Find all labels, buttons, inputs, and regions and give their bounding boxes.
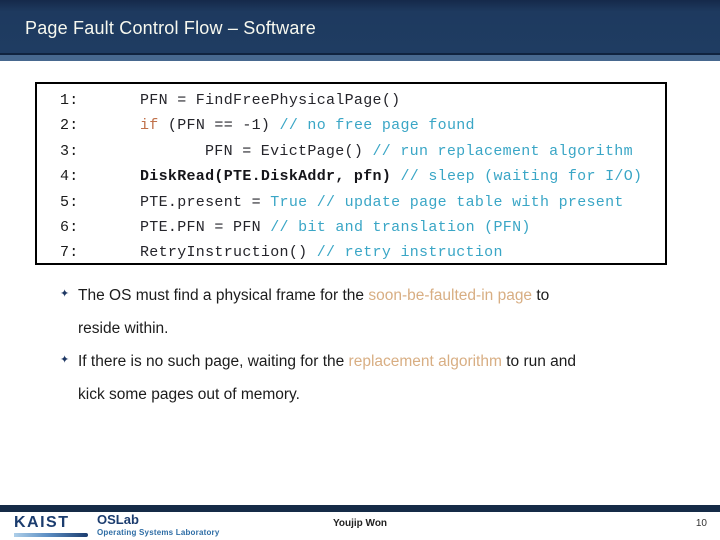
bullet-text-line: The OS must find a physical frame for th… xyxy=(78,287,550,304)
code-line-4: 4: DiskRead(PTE.DiskAddr, pfn) // sleep (… xyxy=(37,164,665,189)
header-accent-bar xyxy=(0,55,720,61)
code-line-source: PFN = EvictPage() // run replacement alg… xyxy=(205,142,633,160)
bullet-item-2: ✦ If there is no such page, waiting for t… xyxy=(60,345,694,411)
code-line-number: 5: xyxy=(60,193,79,211)
code-block: 1: PFN = FindFreePhysicalPage() 2: if (PFN … xyxy=(35,82,667,265)
bullet-text-line: reside within. xyxy=(78,320,169,337)
kaist-logo-text: KAIST xyxy=(14,514,70,531)
code-line-source: PTE.present = True // update page table … xyxy=(140,193,624,211)
page-number: 10 xyxy=(695,518,707,529)
kaist-logo: KAIST xyxy=(14,514,88,537)
header-divider-line xyxy=(0,53,720,55)
bullet-list: ✦ The OS must find a physical frame for t… xyxy=(60,279,694,411)
oslab-logo: OSLab Operating Systems Laboratory xyxy=(97,512,220,537)
code-line-2: 2: if (PFN == -1) // no free page found xyxy=(37,113,665,138)
code-line-number: 4: xyxy=(60,168,79,186)
footer-bar xyxy=(0,505,720,512)
code-line-number: 3: xyxy=(60,142,79,160)
bullet-text-line: If there is no such page, waiting for th… xyxy=(78,353,577,370)
slide-header: Page Fault Control Flow – Software xyxy=(0,0,720,53)
code-line-number: 2: xyxy=(60,117,79,135)
code-line-source: PTE.PFN = PFN // bit and translation (PF… xyxy=(140,218,531,236)
code-line-1: 1: PFN = FindFreePhysicalPage() xyxy=(37,88,665,113)
bullet-diamond-icon: ✦ xyxy=(60,354,70,366)
code-line-number: 6: xyxy=(60,218,79,236)
kaist-logo-swoosh-icon xyxy=(14,533,88,537)
code-line-6: 6: PTE.PFN = PFN // bit and translation (… xyxy=(37,215,665,240)
code-line-source: if (PFN == -1) // no free page found xyxy=(140,117,475,135)
bullet-diamond-icon: ✦ xyxy=(60,288,70,300)
bullet-item-1: ✦ The OS must find a physical frame for t… xyxy=(60,279,694,345)
code-line-3: 3: PFN = EvictPage() // run replacement a… xyxy=(37,139,665,164)
slide-title: Page Fault Control Flow – Software xyxy=(25,18,316,38)
code-line-source: PFN = FindFreePhysicalPage() xyxy=(140,92,401,109)
code-line-source: RetryInstruction() // retry instruction xyxy=(140,244,503,262)
footer-author: Youjip Won xyxy=(332,518,388,529)
code-line-number: 7: xyxy=(60,244,79,262)
code-line-5: 5: PTE.present = True // update page tabl… xyxy=(37,190,665,215)
oslab-logo-name: OSLab xyxy=(97,512,139,527)
code-line-number: 1: xyxy=(60,92,79,109)
bullet-text-line: kick some pages out of memory. xyxy=(78,386,300,403)
oslab-logo-subtitle: Operating Systems Laboratory xyxy=(97,528,220,537)
code-line-7: 7: RetryInstruction() // retry instructio… xyxy=(37,240,665,265)
code-line-source: DiskRead(PTE.DiskAddr, pfn) // sleep (wa… xyxy=(140,168,643,186)
